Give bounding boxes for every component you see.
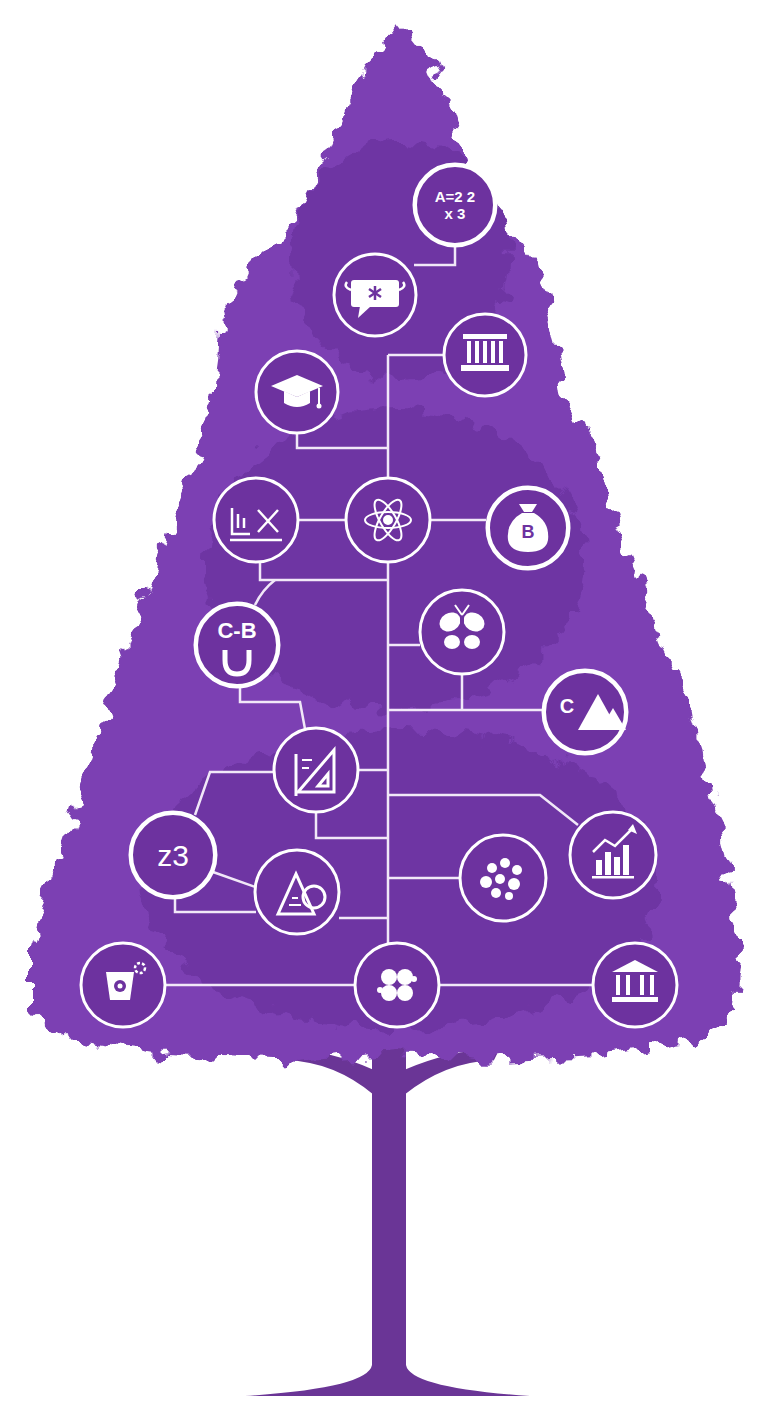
circle-border [197, 605, 278, 686]
icon-circle-node: C-B [195, 603, 279, 687]
tree-foliage [32, 22, 742, 1060]
tree-trunk [245, 1020, 530, 1396]
flower-icon [377, 969, 417, 1001]
circle-border [545, 672, 626, 753]
text-holder: C [560, 695, 574, 717]
circle-outline [543, 670, 627, 754]
circle-border [416, 166, 495, 245]
text-holder: B [522, 523, 535, 543]
graduation-cap-icon [271, 375, 323, 409]
icon-circle-node: z3 [130, 812, 216, 898]
icon-circle-node: B [487, 487, 569, 569]
bar-chart-icon [592, 824, 637, 879]
icon-circles [81, 164, 677, 1027]
set-square-icon [296, 750, 334, 796]
icon-text: B [522, 523, 535, 543]
cup-gear-icon [106, 963, 145, 1000]
text-holder: z3 [157, 839, 189, 872]
text-holder: C-B [217, 619, 256, 643]
circle-border [489, 489, 568, 568]
chart-icon [230, 508, 282, 540]
magnet-icon [225, 650, 249, 674]
icon-text: C [560, 695, 574, 717]
flask-icon [278, 874, 325, 914]
icon-text: C-B [217, 619, 256, 643]
atom-icon [365, 496, 411, 544]
icon-text: A=2 2 x 3 [435, 189, 476, 222]
money-bag-icon [508, 504, 548, 552]
branch-lines [165, 246, 593, 985]
bank-icon [461, 334, 509, 371]
molecule-icon [480, 858, 522, 900]
museum-icon [612, 960, 658, 1002]
mountain-icon [578, 694, 626, 730]
butterfly-icon [436, 605, 488, 649]
icon-text: z3 [157, 839, 189, 872]
icon-circle-node: C [543, 670, 627, 754]
circle-border [132, 814, 215, 897]
circle-outline [195, 603, 279, 687]
icon-circle-node: A=2 2 x 3 [414, 164, 496, 246]
speech-icon [346, 280, 405, 318]
text-holder: A=2 2 x 3 [435, 189, 476, 222]
